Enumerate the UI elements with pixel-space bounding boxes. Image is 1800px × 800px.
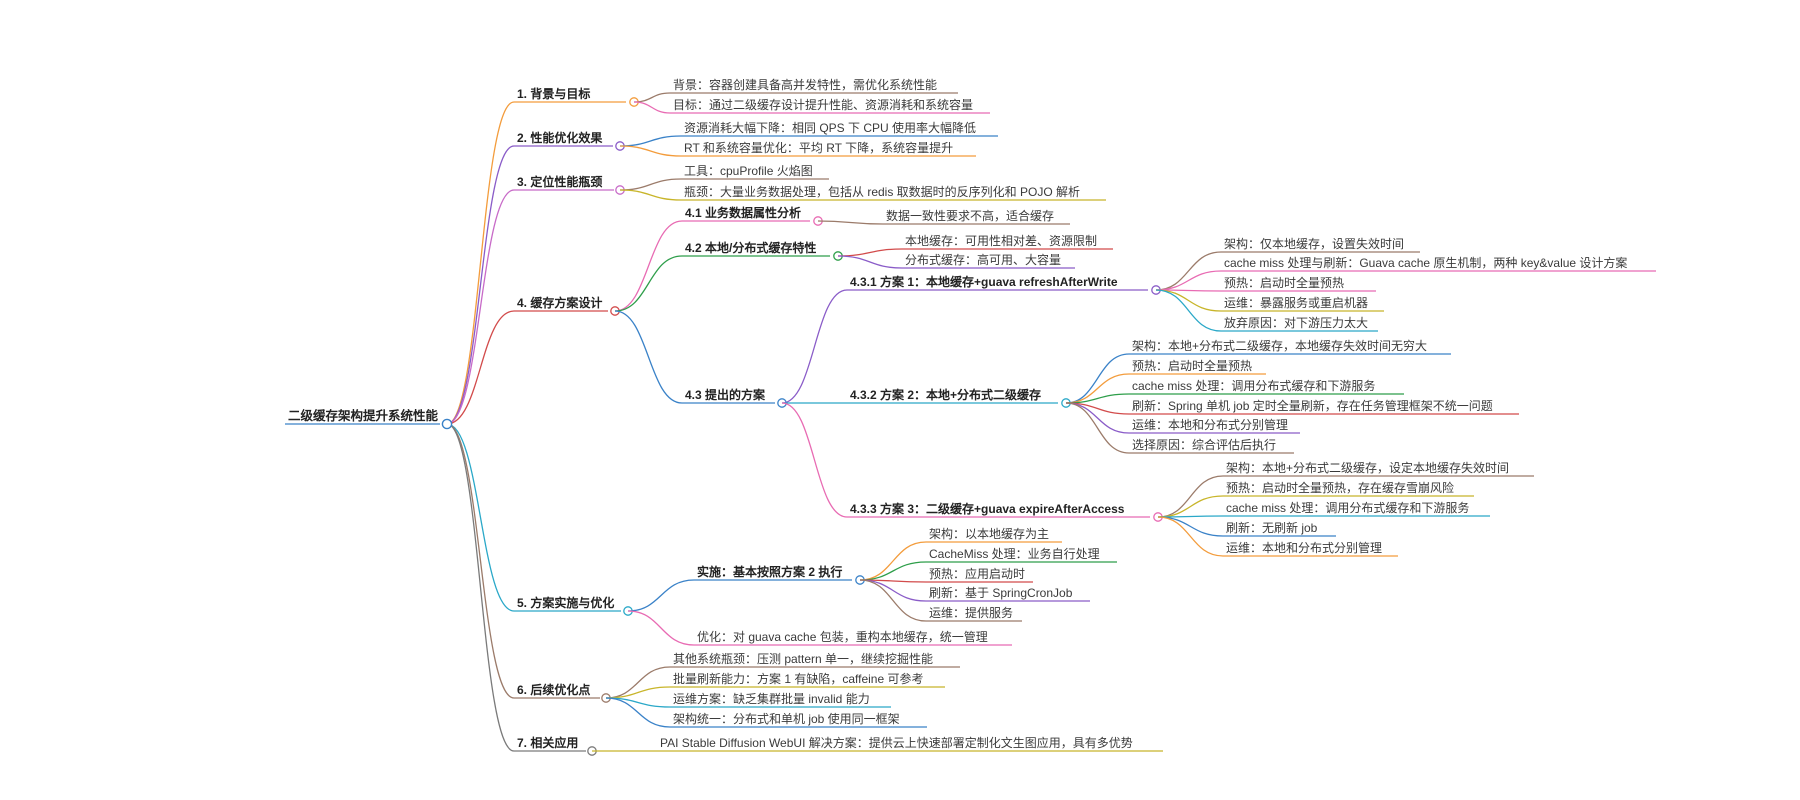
- connector-b3: [446, 189, 515, 425]
- leaf-b3-0: 工具：cpuProfile 火焰图: [684, 163, 813, 178]
- topic-p3: 4.3.3 方案 3：二级缓存+guava expireAfterAccess: [850, 501, 1125, 516]
- connector-b5.1: [627, 610, 695, 646]
- connector-b4: [446, 310, 515, 425]
- connector-b7: [446, 423, 515, 752]
- connector-p2.0: [1065, 353, 1130, 404]
- connector-b51: [627, 579, 695, 612]
- leaf-p2-5: 选择原因：综合评估后执行: [1132, 437, 1276, 452]
- topic-p1: 4.3.1 方案 1：本地缓存+guava refreshAfterWrite: [850, 274, 1118, 289]
- connector-b51.1: [859, 561, 927, 581]
- connector-b41.0: [817, 220, 884, 225]
- leaf-p1-3: 运维：暴露服务或重启机器: [1224, 295, 1368, 310]
- connector-p3.1: [1157, 495, 1224, 518]
- leaf-p2-4: 运维：本地和分布式分别管理: [1132, 417, 1288, 432]
- leaf-b1-0: 背景：容器创建具备高并发特性，需优化系统性能: [673, 77, 937, 92]
- leaf-p1-2: 预热：启动时全量预热: [1224, 275, 1344, 290]
- topic-b42: 4.2 本地/分布式缓存特性: [685, 240, 816, 255]
- leaf-b1-1: 目标：通过二级缓存设计提升性能、资源消耗和系统容量: [673, 97, 973, 112]
- leaf-b6-0: 其他系统瓶颈：压测 pattern 单一，继续挖掘性能: [673, 651, 933, 666]
- connector-b42.1: [837, 255, 903, 269]
- leaf-p2-1: 预热：启动时全量预热: [1132, 358, 1252, 373]
- connector-b3.1: [619, 189, 682, 201]
- connector-p1.0: [1155, 251, 1222, 291]
- topic-b41: 4.1 业务数据属性分析: [685, 205, 801, 220]
- leaf-p2-3: 刷新：Spring 单机 job 定时全量刷新，存在任务管理框架不统一问题: [1132, 398, 1493, 413]
- connector-p1.4: [1155, 289, 1222, 332]
- leaf-b3-1: 瓶颈：大量业务数据处理，包括从 redis 取数据时的反序列化和 POJO 解析: [684, 184, 1080, 199]
- connector-b2.0: [619, 135, 682, 147]
- leaf-b51-4: 运维：提供服务: [929, 605, 1013, 620]
- connector-b6.3: [605, 697, 671, 728]
- branch-b7: 7. 相关应用: [517, 735, 578, 750]
- toggle-root[interactable]: [441, 418, 453, 430]
- leaf-p3-0: 架构：本地+分布式二级缓存，设定本地缓存失效时间: [1226, 460, 1509, 475]
- branch-b6: 6. 后续优化点: [517, 682, 590, 697]
- connector-b1: [446, 101, 515, 425]
- leaf-p3-4: 运维：本地和分布式分别管理: [1226, 540, 1382, 555]
- connector-p3.3: [1157, 516, 1224, 537]
- branch-b2: 2. 性能优化效果: [517, 130, 602, 145]
- root-node: 二级缓存架构提升系统性能: [288, 408, 439, 423]
- connector-b6.0: [605, 666, 671, 699]
- connector-b2.1: [619, 145, 682, 157]
- connector-p2.5: [1065, 402, 1130, 454]
- branch-b1: 1. 背景与目标: [517, 86, 590, 101]
- connector-p3: [781, 402, 848, 518]
- leaf-b7-0: PAI Stable Diffusion WebUI 解决方案：提供云上快速部署…: [660, 735, 1133, 750]
- leaf-p3-1: 预热：启动时全量预热，存在缓存雪崩风险: [1226, 480, 1454, 495]
- leaf-p1-0: 架构：仅本地缓存，设置失效时间: [1224, 236, 1404, 251]
- leaf-b2-1: RT 和系统容量优化：平均 RT 下降，系统容量提升: [684, 140, 953, 155]
- connector-b51.0: [859, 541, 927, 581]
- leaf-b51-1: CacheMiss 处理：业务自行处理: [929, 546, 1100, 561]
- leaf-p2-0: 架构：本地+分布式二级缓存，本地缓存失效时间无穷大: [1132, 338, 1427, 353]
- leaf-b42-1: 分布式缓存：高可用、大容量: [905, 252, 1061, 267]
- connector-b2: [446, 145, 515, 425]
- branch-b4: 4. 缓存方案设计: [517, 295, 602, 310]
- leaf-b6-2: 运维方案：缺乏集群批量 invalid 能力: [673, 691, 870, 706]
- connector-b3.0: [619, 178, 682, 191]
- leaf-p3-3: 刷新：无刷新 job: [1226, 520, 1318, 535]
- leaf-b6-3: 架构统一：分布式和单机 job 使用同一框架: [673, 711, 900, 726]
- connector-b43: [614, 310, 683, 404]
- branch-b3: 3. 定位性能瓶颈: [517, 174, 602, 189]
- leaf-b5-1: 优化：对 guava cache 包装，重构本地缓存，统一管理: [697, 629, 988, 644]
- connector-b6: [446, 423, 515, 699]
- connector-b1.1: [633, 101, 671, 114]
- leaf-p1-1: cache miss 处理与刷新：Guava cache 原生机制，两种 key…: [1224, 255, 1627, 270]
- leaf-b6-1: 批量刷新能力：方案 1 有缺陷，caffeine 可参考: [673, 671, 924, 686]
- topic-b43: 4.3 提出的方案: [685, 387, 766, 402]
- leaf-p3-2: cache miss 处理：调用分布式缓存和下游服务: [1226, 500, 1469, 515]
- leaf-p1-4: 放弃原因：对下游压力太大: [1224, 315, 1368, 330]
- connector-b51.4: [859, 579, 927, 622]
- leaf-b51-2: 预热：应用启动时: [929, 566, 1025, 581]
- leaf-b41-0: 数据一致性要求不高，适合缓存: [886, 208, 1054, 223]
- connector-b41: [614, 220, 683, 312]
- connector-b51.3: [859, 579, 927, 602]
- topic-p2: 4.3.2 方案 2：本地+分布式二级缓存: [850, 387, 1041, 402]
- connector-b1.0: [633, 92, 671, 103]
- leaf-b42-0: 本地缓存：可用性相对差、资源限制: [905, 234, 1097, 248]
- connector-b42.0: [837, 248, 903, 257]
- connector-b5: [446, 423, 515, 612]
- connector-b42: [614, 255, 683, 312]
- connector-p1.1: [1155, 270, 1222, 291]
- connector-p3.0: [1157, 475, 1224, 518]
- connector-p1.3: [1155, 289, 1222, 312]
- branch-b5: 5. 方案实施与优化: [517, 595, 614, 610]
- leaf-b2-0: 资源消耗大幅下降：相同 QPS 下 CPU 使用率大幅降低: [684, 120, 976, 135]
- leaf-b51-0: 架构：以本地缓存为主: [929, 526, 1049, 541]
- leaf-p2-2: cache miss 处理：调用分布式缓存和下游服务: [1132, 378, 1375, 393]
- connector-p1: [781, 289, 848, 404]
- leaf-b51-3: 刷新：基于 SpringCronJob: [929, 585, 1073, 600]
- connector-p3.4: [1157, 516, 1224, 557]
- topic-b51: 实施：基本按照方案 2 执行: [697, 564, 842, 579]
